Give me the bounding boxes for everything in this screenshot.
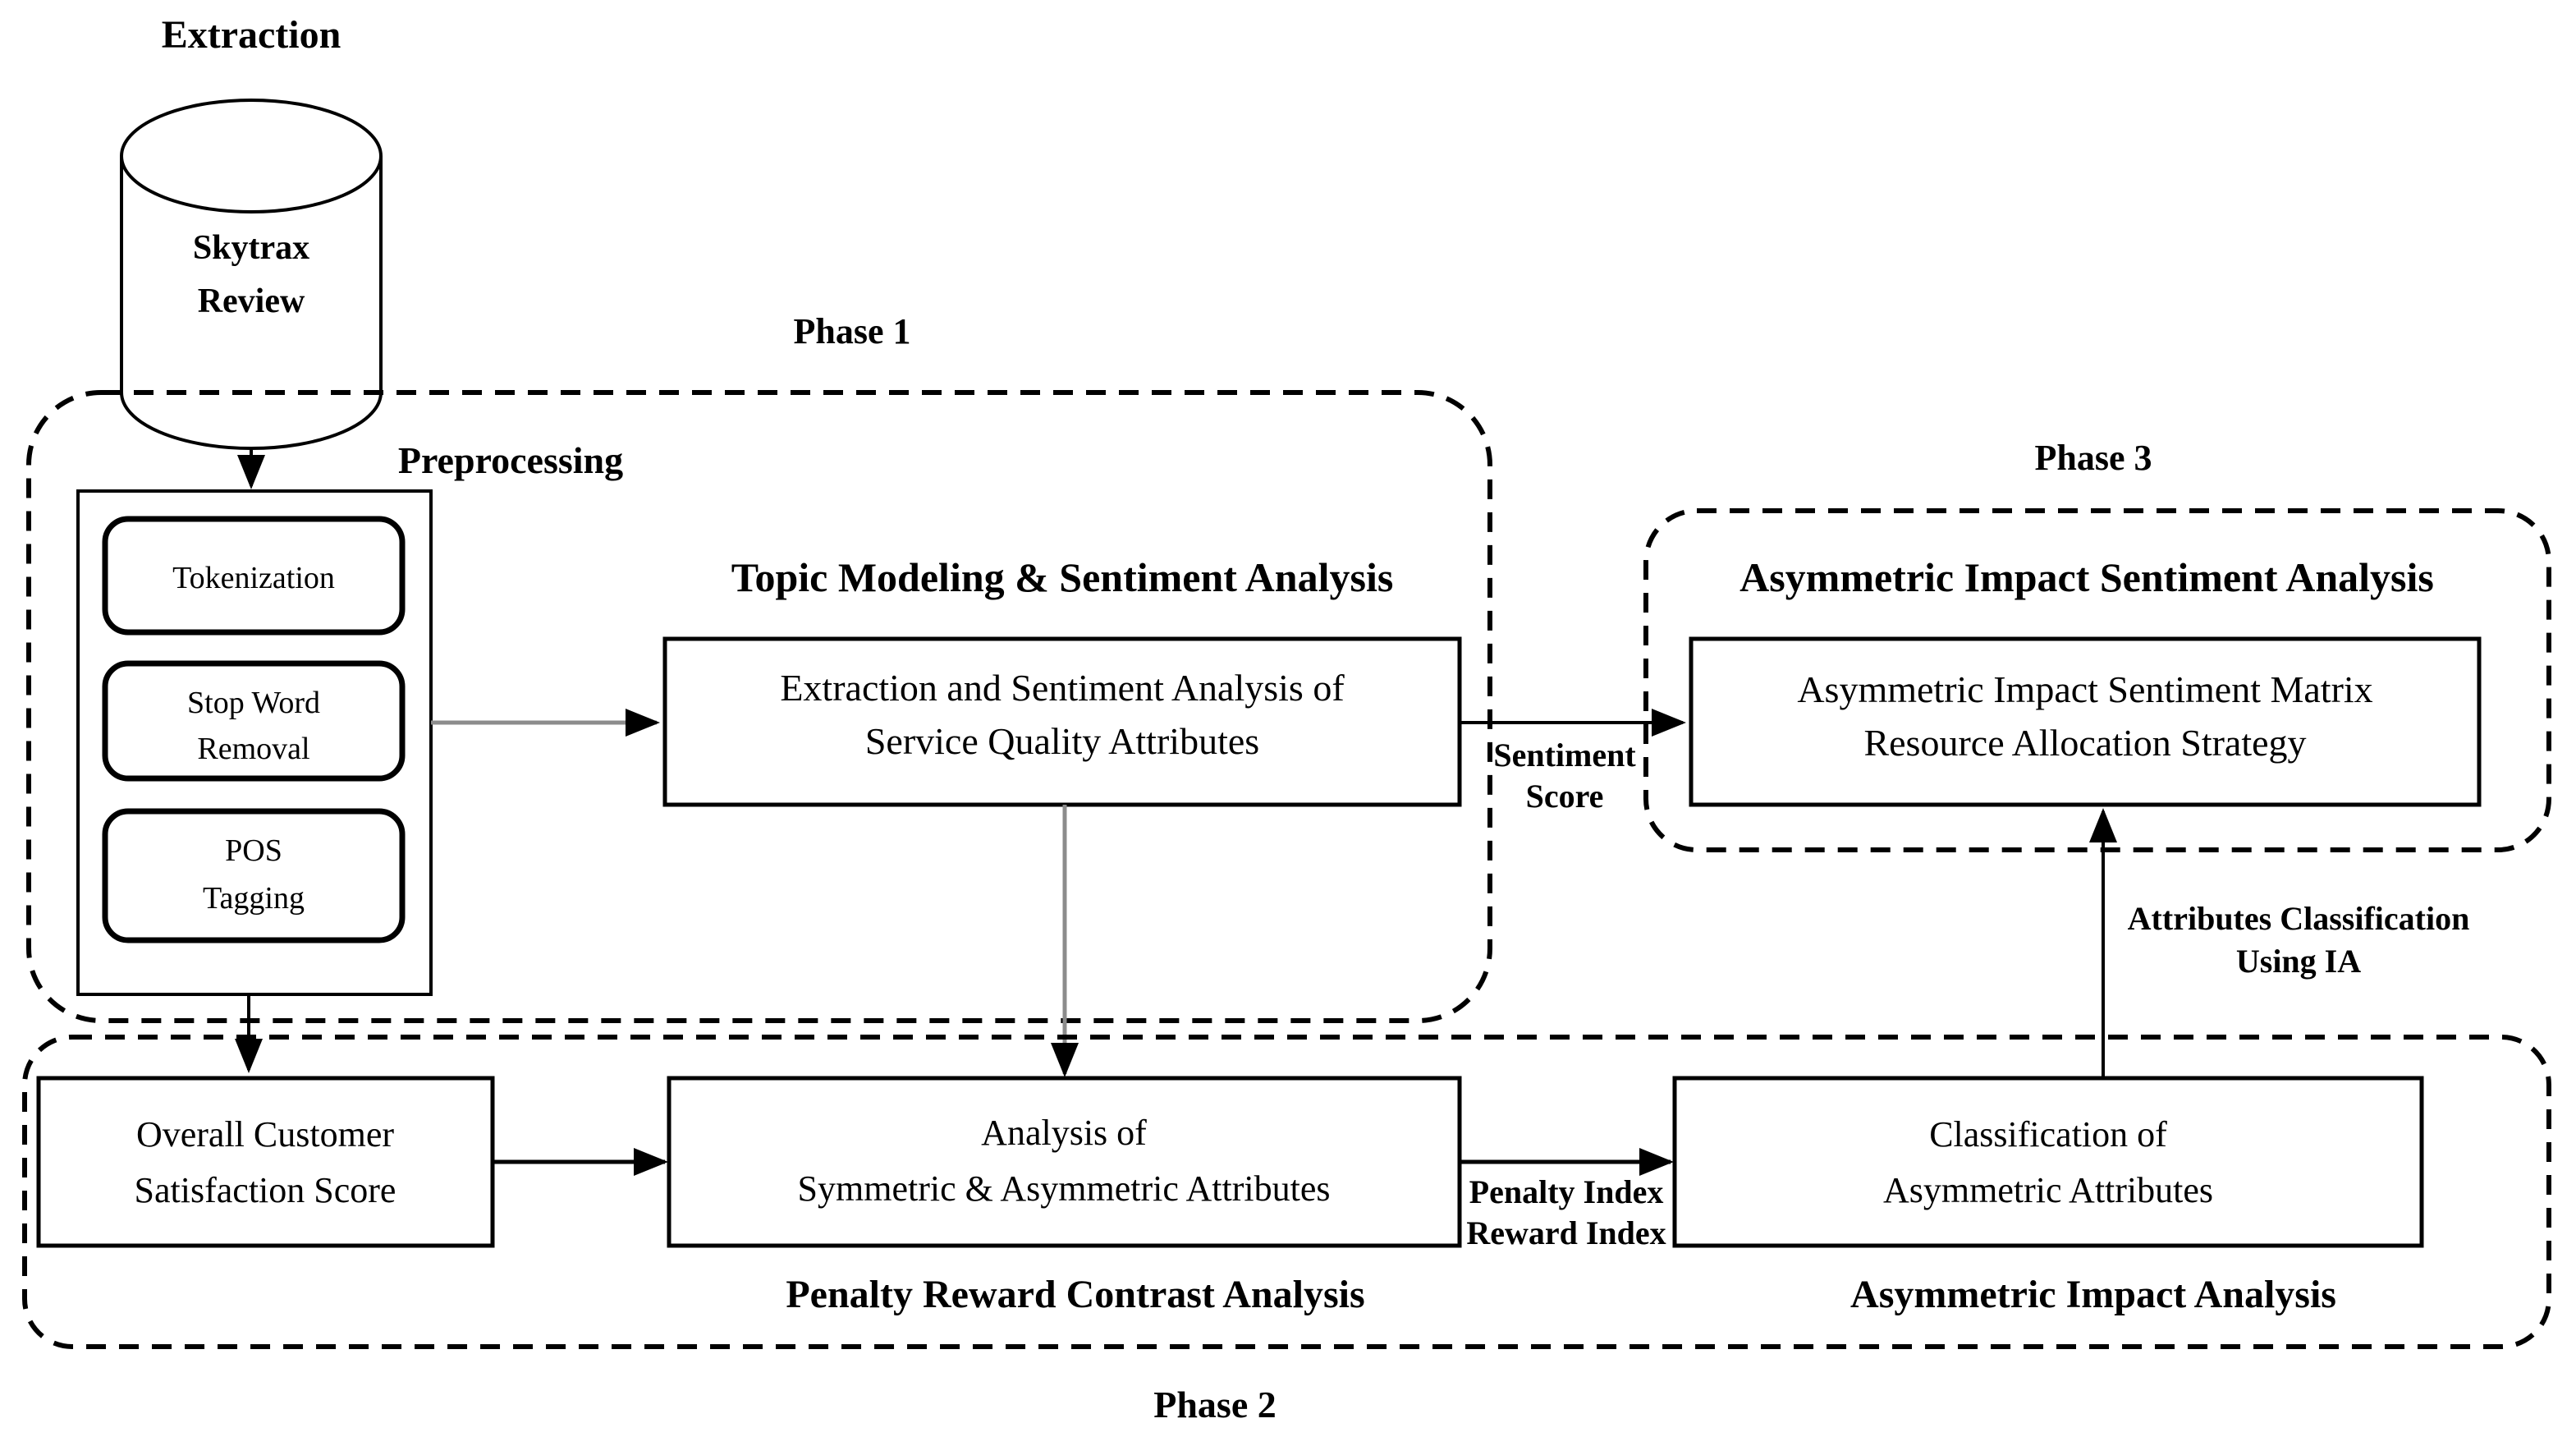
attributes-classification-label-line2: Using IA <box>2236 943 2361 980</box>
classification-attributes-box <box>1672 1076 2424 1248</box>
database-cylinder-icon <box>120 99 383 450</box>
asymmetric-impact-analysis-label: Asymmetric Impact Analysis <box>1850 1273 2336 1316</box>
asymmetric-matrix-line2: Resource Allocation Strategy <box>1863 722 2306 764</box>
database-label-line1: Skytrax <box>193 229 309 267</box>
asymmetric-matrix-line1: Asymmetric Impact Sentiment Matrix <box>1797 668 2372 710</box>
tokenization-label: Tokenization <box>172 561 335 595</box>
sentiment-score-label-line2: Score <box>1526 778 1604 815</box>
classification-attributes-line1: Classification of <box>1929 1114 2167 1155</box>
pos-tagging-label-line1: POS <box>225 833 282 868</box>
phase1-boundary <box>26 390 1492 1023</box>
database-label-line2: Review <box>198 282 305 320</box>
phase3-boundary <box>1643 508 2551 852</box>
extraction-sentiment-line1: Extraction and Sentiment Analysis of <box>780 667 1345 709</box>
extraction-title: Extraction <box>162 13 341 57</box>
penalty-reward-contrast-label: Penalty Reward Contrast Analysis <box>786 1273 1364 1316</box>
sentiment-score-label-line1: Sentiment <box>1493 737 1636 773</box>
penalty-index-label-line1: Penalty Index <box>1469 1173 1664 1210</box>
stopword-label-line1: Stop Word <box>187 686 320 720</box>
overall-satisfaction-line2: Satisfaction Score <box>135 1170 396 1210</box>
stopword-label-line2: Removal <box>197 732 309 766</box>
topic-modeling-heading: Topic Modeling & Sentiment Analysis <box>731 554 1394 600</box>
analysis-attributes-line2: Symmetric & Asymmetric Attributes <box>798 1168 1331 1209</box>
preprocessing-title: Preprocessing <box>398 439 623 481</box>
phase1-label: Phase 1 <box>794 311 911 351</box>
extraction-sentiment-line2: Service Quality Attributes <box>865 720 1259 762</box>
penalty-index-label-line2: Reward Index <box>1466 1214 1666 1251</box>
phase3-label: Phase 3 <box>2035 438 2152 478</box>
classification-attributes-line2: Asymmetric Attributes <box>1883 1170 2213 1210</box>
preprocessing-container <box>76 489 433 996</box>
pos-tagging-box <box>102 808 406 943</box>
overall-satisfaction-line1: Overall Customer <box>136 1114 394 1155</box>
analysis-attributes-line1: Analysis of <box>981 1113 1147 1153</box>
phase2-boundary <box>22 1035 2551 1349</box>
tokenization-box <box>102 516 406 636</box>
analysis-attributes-box <box>667 1076 1462 1248</box>
phase2-label: Phase 2 <box>1153 1384 1277 1425</box>
asymmetric-sentiment-heading: Asymmetric Impact Sentiment Analysis <box>1739 554 2434 600</box>
attributes-classification-label-line1: Attributes Classification <box>2128 900 2470 937</box>
pos-tagging-label-line2: Tagging <box>203 881 305 916</box>
overall-satisfaction-box <box>36 1076 495 1248</box>
stopword-box <box>102 660 406 782</box>
asymmetric-matrix-box <box>1689 636 2482 807</box>
